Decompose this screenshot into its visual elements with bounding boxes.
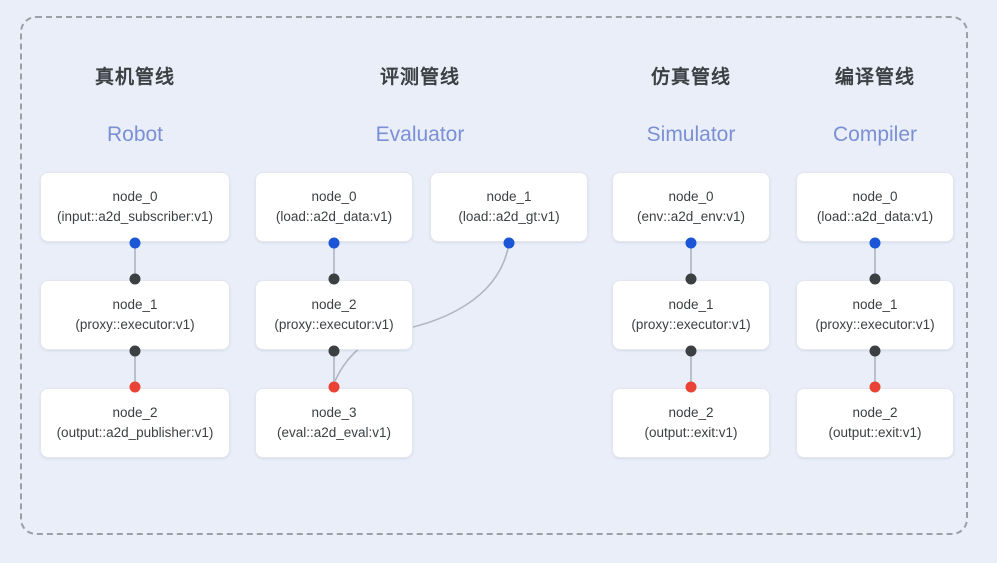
node-compiler-0[interactable]: node_0 (load::a2d_data:v1) <box>796 172 954 242</box>
node-simulator-2[interactable]: node_2 (output::exit:v1) <box>612 388 770 458</box>
port-output-evaluator-2[interactable] <box>328 345 340 357</box>
column-title-simulator-en: Simulator <box>646 123 736 146</box>
port-output-evaluator-0[interactable] <box>328 237 340 249</box>
link-robot-0-1 <box>134 243 136 279</box>
column-title-robot-en: Robot <box>106 123 164 146</box>
node-label: node_0 <box>311 189 357 204</box>
node-label: node_2 <box>852 405 898 420</box>
link-evaluator-0-2 <box>333 243 335 279</box>
port-output-compiler-1[interactable] <box>869 345 881 357</box>
node-label: node_2 <box>112 405 158 420</box>
link-compiler-0-1 <box>874 243 876 279</box>
node-spec: (proxy::executor:v1) <box>815 317 935 332</box>
port-input-compiler-2[interactable] <box>869 381 881 393</box>
node-simulator-0[interactable]: node_0 (env::a2d_env:v1) <box>612 172 770 242</box>
port-output-compiler-0[interactable] <box>869 237 881 249</box>
node-simulator-1[interactable]: node_1 (proxy::executor:v1) <box>612 280 770 350</box>
node-label: node_1 <box>486 189 532 204</box>
node-label: node_0 <box>668 189 714 204</box>
port-output-simulator-0[interactable] <box>685 237 697 249</box>
node-compiler-2[interactable]: node_2 (output::exit:v1) <box>796 388 954 458</box>
node-label: node_1 <box>112 297 158 312</box>
port-input-robot-1[interactable] <box>129 273 141 285</box>
node-evaluator-2[interactable]: node_2 (proxy::executor:v1) <box>255 280 413 350</box>
node-label: node_0 <box>112 189 158 204</box>
node-spec: (input::a2d_subscriber:v1) <box>56 209 214 224</box>
port-input-simulator-2[interactable] <box>685 381 697 393</box>
port-input-simulator-1[interactable] <box>685 273 697 285</box>
link-robot-1-2 <box>134 351 136 387</box>
port-output-simulator-1[interactable] <box>685 345 697 357</box>
column-title-compiler-en: Compiler <box>832 123 918 146</box>
port-output-robot-1[interactable] <box>129 345 141 357</box>
node-label: node_1 <box>852 297 898 312</box>
column-title-simulator-cn: 仿真管线 <box>650 67 731 88</box>
port-output-evaluator-gt[interactable] <box>503 237 515 249</box>
node-spec: (load::a2d_data:v1) <box>816 209 934 224</box>
node-spec: (output::a2d_publisher:v1) <box>56 425 214 440</box>
port-input-evaluator-3[interactable] <box>328 381 340 393</box>
node-spec: (proxy::executor:v1) <box>75 317 195 332</box>
node-spec: (load::a2d_gt:v1) <box>458 209 560 224</box>
port-input-compiler-1[interactable] <box>869 273 881 285</box>
node-compiler-1[interactable]: node_1 (proxy::executor:v1) <box>796 280 954 350</box>
node-spec: (output::exit:v1) <box>828 425 922 440</box>
node-label: node_2 <box>668 405 714 420</box>
column-title-compiler-cn: 编译管线 <box>834 67 915 88</box>
node-spec: (eval::a2d_eval:v1) <box>276 425 392 440</box>
node-robot-1[interactable]: node_1 (proxy::executor:v1) <box>40 280 230 350</box>
node-spec: (output::exit:v1) <box>644 425 738 440</box>
link-compiler-1-2 <box>874 351 876 387</box>
column-title-robot-cn: 真机管线 <box>94 67 175 88</box>
node-spec: (env::a2d_env:v1) <box>636 209 746 224</box>
port-output-robot-0[interactable] <box>129 237 141 249</box>
diagram-frame <box>20 16 968 535</box>
node-spec: (proxy::executor:v1) <box>631 317 751 332</box>
node-label: node_0 <box>852 189 898 204</box>
node-label: node_1 <box>668 297 714 312</box>
node-spec: (load::a2d_data:v1) <box>275 209 393 224</box>
node-robot-0[interactable]: node_0 (input::a2d_subscriber:v1) <box>40 172 230 242</box>
node-evaluator-gt[interactable]: node_1 (load::a2d_gt:v1) <box>430 172 588 242</box>
node-spec: (proxy::executor:v1) <box>274 317 394 332</box>
column-title-evaluator-cn: 评测管线 <box>379 67 460 88</box>
column-title-evaluator-en: Evaluator <box>375 123 465 146</box>
link-simulator-0-1 <box>690 243 692 279</box>
port-input-evaluator-2[interactable] <box>328 273 340 285</box>
link-simulator-1-2 <box>690 351 692 387</box>
node-label: node_2 <box>311 297 357 312</box>
node-label: node_3 <box>311 405 357 420</box>
node-robot-2[interactable]: node_2 (output::a2d_publisher:v1) <box>40 388 230 458</box>
port-input-robot-2[interactable] <box>129 381 141 393</box>
node-evaluator-3[interactable]: node_3 (eval::a2d_eval:v1) <box>255 388 413 458</box>
link-evaluator-2-3 <box>333 351 335 387</box>
node-evaluator-0[interactable]: node_0 (load::a2d_data:v1) <box>255 172 413 242</box>
